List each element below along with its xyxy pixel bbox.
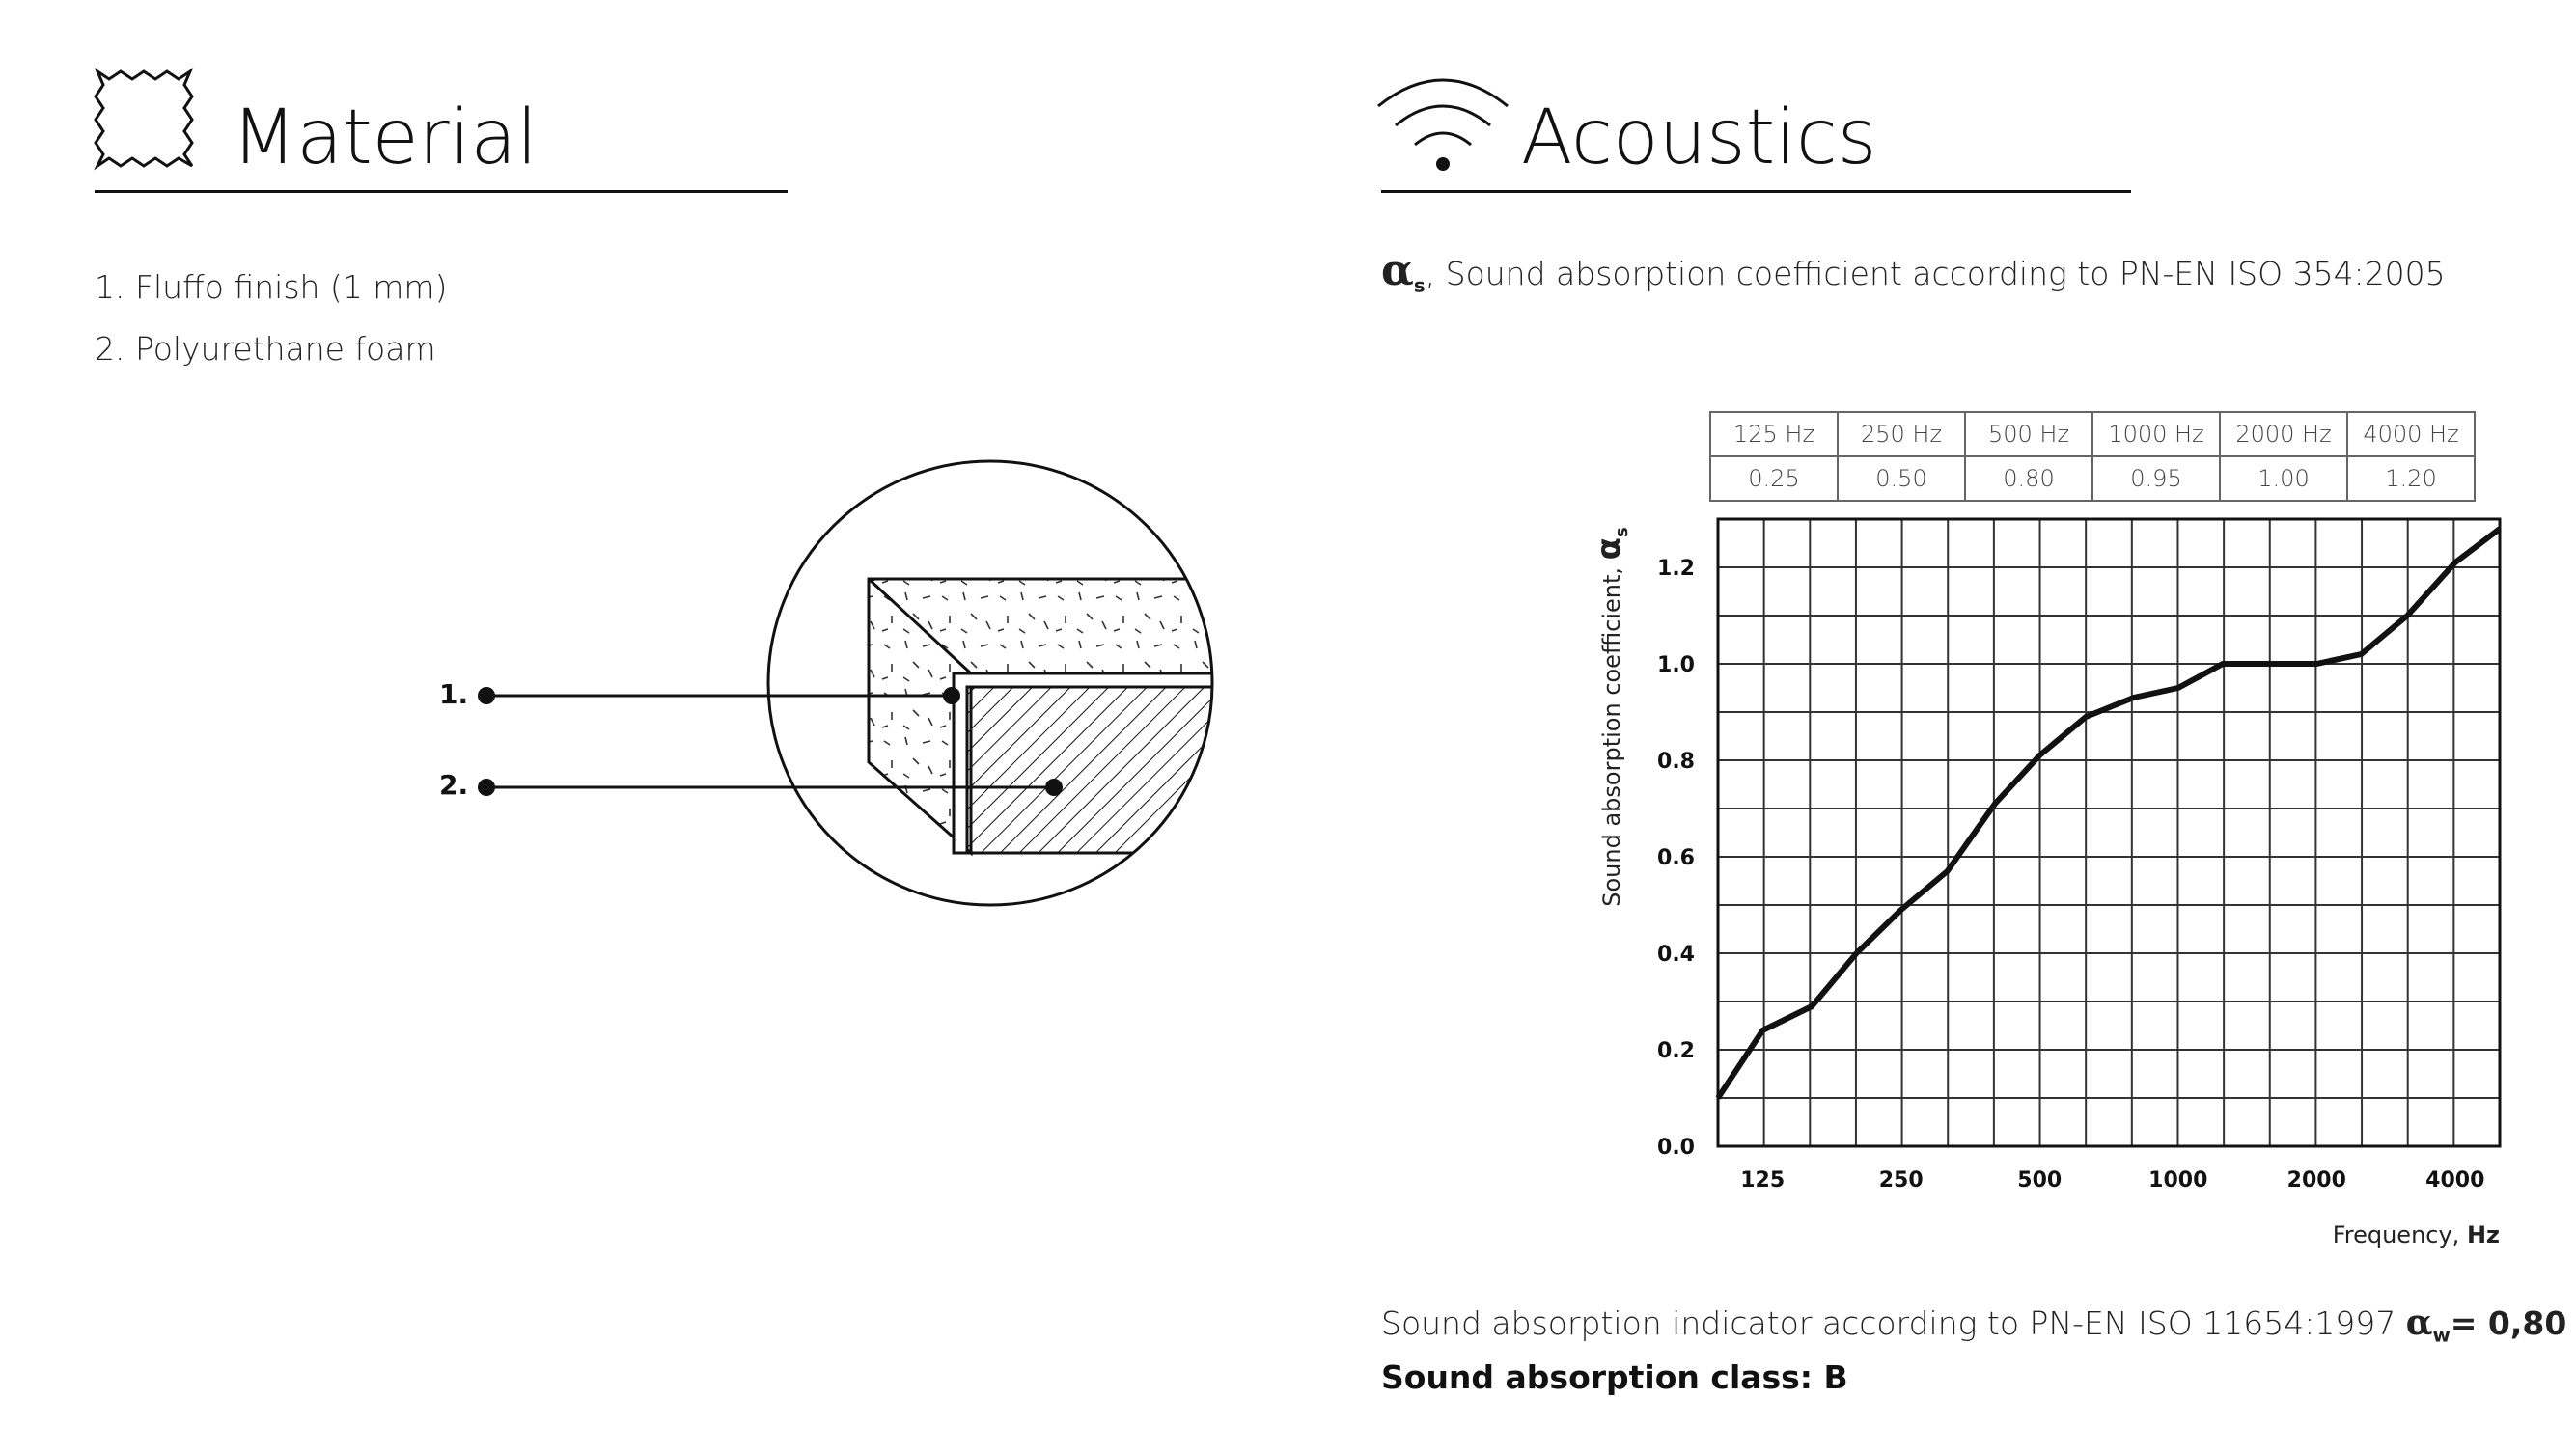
table-header-cell: 1000 Hz [2091, 411, 2221, 457]
x-tick-label: 2000 [2287, 1168, 2346, 1193]
alpha-subscript: s [1413, 274, 1426, 297]
table-value-row: 0.25 0.50 0.80 0.95 1.00 1.20 [1709, 455, 2476, 502]
absorption-values-table: 125 Hz 250 Hz 500 Hz 1000 Hz 2000 Hz 400… [1709, 411, 2476, 502]
y-axis-label: Sound absorption coefficient, αs [1590, 527, 1632, 906]
x-tick-label: 500 [2017, 1168, 2062, 1193]
x-tick-label: 4000 [2425, 1168, 2484, 1193]
indicator-text: Sound absorption indicator according to … [1381, 1304, 2396, 1342]
x-axis-unit: Hz [2467, 1221, 2500, 1248]
y-tick-label: 0.0 [1657, 1136, 1695, 1160]
y-tick-label: 1.2 [1657, 557, 1695, 581]
material-title-rule [95, 190, 788, 193]
absorption-class: Sound absorption class: B [1381, 1358, 1848, 1396]
table-value-cell: 0.25 [1709, 455, 1839, 502]
table-header-cell: 4000 Hz [2346, 411, 2476, 457]
fabric-icon [94, 67, 194, 171]
y-axis-alpha-subscript: s [1612, 527, 1632, 537]
y-tick-label: 0.6 [1657, 846, 1695, 870]
alpha-symbol: α [1381, 246, 1414, 295]
absorption-chart: 0.0 0.2 0.4 0.6 0.8 1.0 1.2 125 250 500 1000 2000 40… [1590, 517, 2502, 1248]
x-tick-label: 1000 [2148, 1168, 2207, 1193]
callout-label-1: 1. [439, 678, 469, 710]
material-item-1: 1. Fluffo finish (1 mm) [95, 268, 448, 306]
absorption-indicator-line: Sound absorption indicator according to … [1381, 1303, 2566, 1347]
table-header-cell: 500 Hz [1964, 411, 2093, 457]
subtitle-text: , Sound absorption coefficient according… [1425, 255, 2446, 292]
acoustics-title-rule [1381, 190, 2131, 193]
y-tick-label: 0.8 [1657, 750, 1695, 774]
x-tick-label: 250 [1879, 1168, 1924, 1193]
indicator-alpha-symbol: α [2405, 1303, 2433, 1343]
material-title: Material [232, 95, 538, 181]
table-header-cell: 125 Hz [1709, 411, 1839, 457]
x-tick-label: 125 [1740, 1168, 1785, 1193]
table-header-cell: 250 Hz [1837, 411, 1966, 457]
callout-label-2: 2. [439, 769, 469, 801]
absorption-curve [1715, 526, 2502, 1100]
material-item-2: 2. Polyurethane foam [95, 330, 436, 368]
table-value-cell: 0.80 [1964, 455, 2093, 502]
y-tick-label: 0.2 [1657, 1039, 1695, 1063]
sound-waves-icon [1377, 78, 1509, 171]
absorption-coefficient-subtitle: αs, Sound absorption coefficient accordi… [1381, 246, 2446, 297]
table-value-cell: 0.50 [1837, 455, 1966, 502]
table-header-cell: 2000 Hz [2219, 411, 2348, 457]
table-value-cell: 0.95 [2091, 455, 2221, 502]
table-value-cell: 1.00 [2219, 455, 2348, 502]
table-value-cell: 1.20 [2346, 455, 2476, 502]
y-tick-label: 1.0 [1657, 653, 1695, 677]
material-cross-section-diagram [478, 459, 1214, 907]
acoustics-title: Acoustics [1521, 95, 1877, 181]
y-axis-alpha-symbol: α [1590, 537, 1628, 560]
table-header-row: 125 Hz 250 Hz 500 Hz 1000 Hz 2000 Hz 400… [1709, 411, 2476, 457]
indicator-value: = 0,80 [2450, 1304, 2567, 1342]
y-tick-label: 0.4 [1657, 943, 1695, 967]
indicator-alpha-subscript: w [2432, 1324, 2451, 1347]
x-axis-label: Frequency, Hz [2333, 1221, 2500, 1248]
plot-frame [1716, 517, 2502, 1148]
